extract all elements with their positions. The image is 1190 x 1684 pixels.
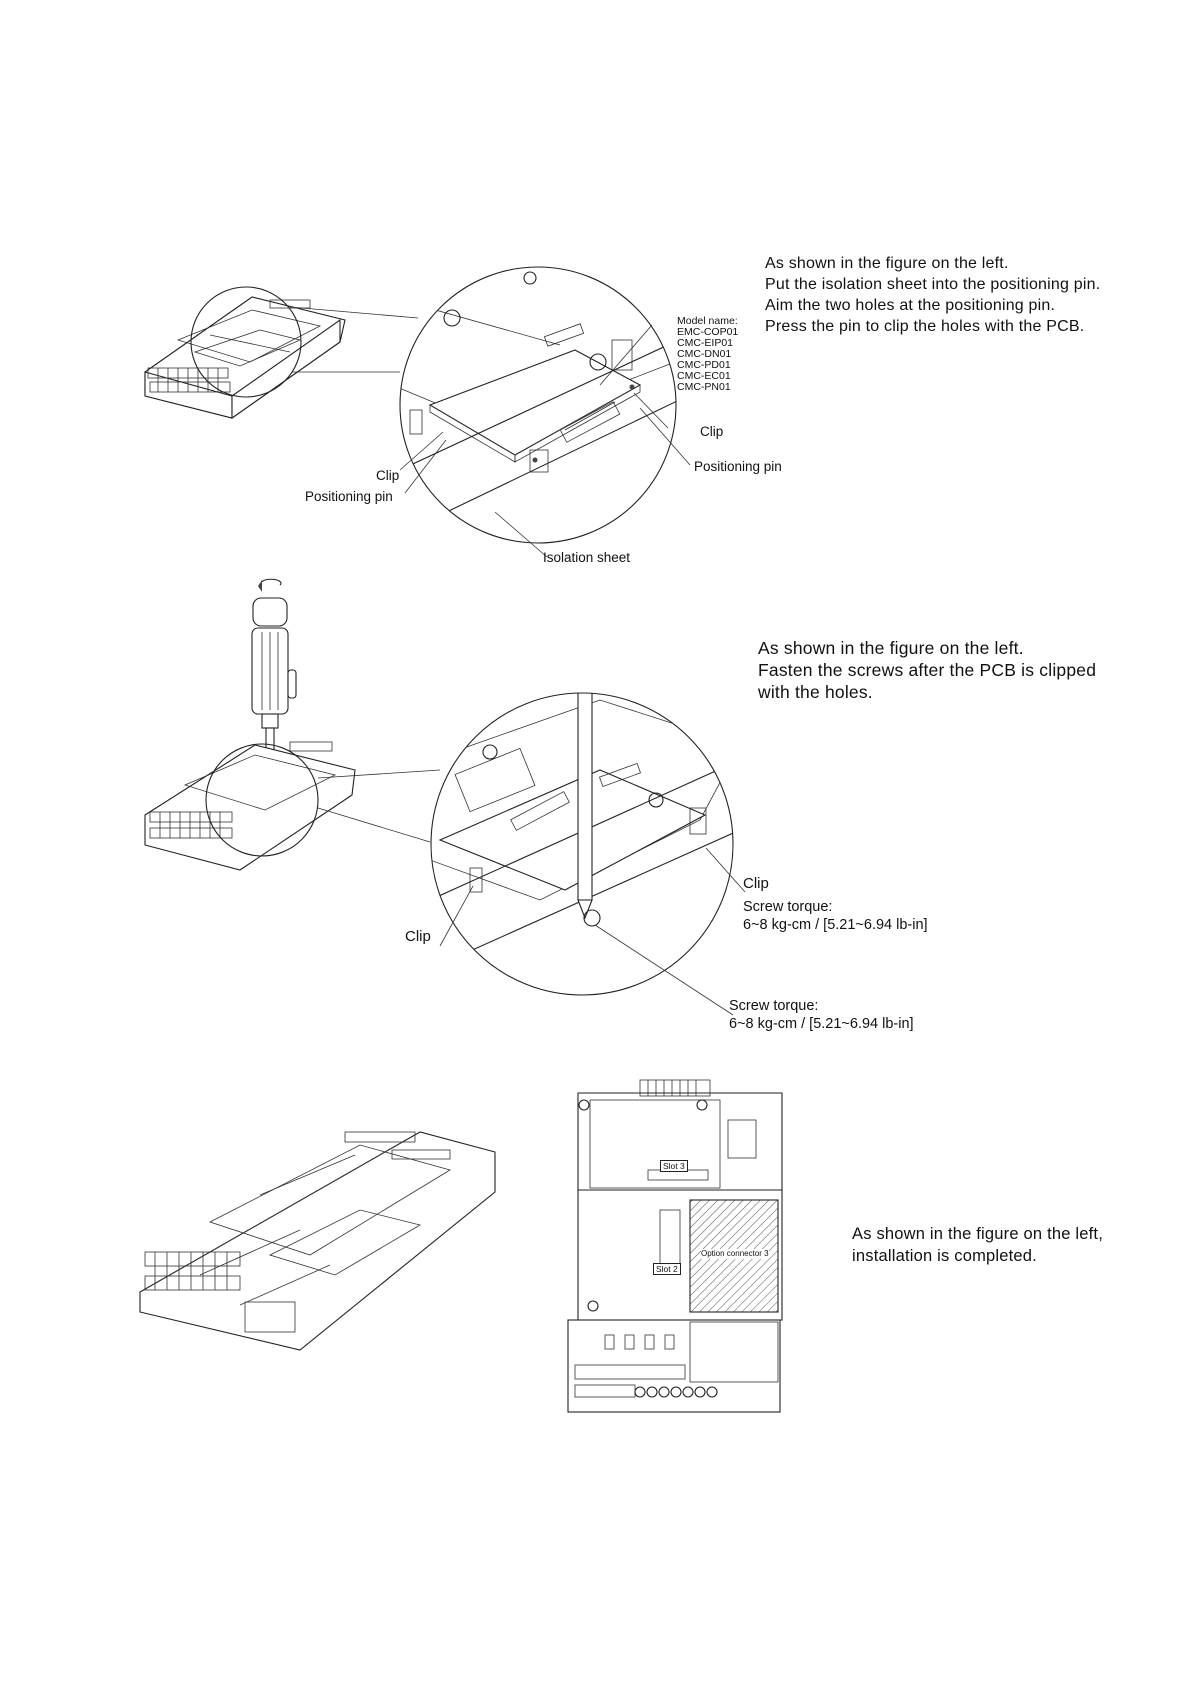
model-name-item: CMC-PD01 (677, 359, 731, 371)
step1-line-3: Aim the two holes at the positioning pin… (765, 297, 1056, 314)
screw-torque-bottom: Screw torque: 6~8 kg-cm / [5.21~6.94 lb-… (729, 997, 914, 1033)
step2-instructions: As shown in the figure on the left. Fast… (758, 637, 1096, 703)
screw-torque-title: Screw torque: (743, 899, 833, 915)
detail-circle-step1 (399, 266, 677, 544)
clip-label-left-step2: Clip (405, 928, 431, 945)
drive-overview-step1 (144, 286, 346, 420)
drive-completed-perspective (139, 1131, 496, 1351)
positioning-pin-label-right: Positioning pin (694, 459, 782, 474)
step3-line-1: As shown in the figure on the left, (852, 1225, 1103, 1243)
slot3-label: Slot 3 (660, 1160, 688, 1172)
step1-line-1: As shown in the figure on the left. (765, 255, 1009, 272)
screw-torque-value: 6~8 kg-cm / [5.21~6.94 lb-in] (729, 1016, 914, 1032)
step3-line-2: installation is completed. (852, 1247, 1037, 1265)
step1-instructions: As shown in the figure on the left. Put … (765, 253, 1100, 337)
screw-torque-value: 6~8 kg-cm / [5.21~6.94 lb-in] (743, 917, 928, 933)
model-name-list: Model name: EMC-COP01 CMC-EIP01 CMC-DN01… (677, 316, 738, 393)
step2-line-2: Fasten the screws after the PCB is clipp… (758, 660, 1097, 680)
drive-front-view (567, 1079, 783, 1413)
isolation-sheet-label: Isolation sheet (543, 550, 631, 565)
step2-line-3: with the holes. (758, 682, 873, 702)
step1-line-2: Put the isolation sheet into the positio… (765, 276, 1101, 293)
positioning-pin-label-left: Positioning pin (305, 489, 393, 504)
terminal-block-left-step1 (147, 367, 231, 393)
terminal-block-left-step3 (144, 1251, 241, 1291)
screw-torque-title: Screw torque: (729, 998, 819, 1014)
step3-instructions: As shown in the figure on the left, inst… (852, 1223, 1103, 1267)
drive-overview-step2 (144, 578, 356, 871)
model-name-item: CMC-DN01 (677, 348, 732, 360)
screw-torque-right: Screw torque: 6~8 kg-cm / [5.21~6.94 lb-… (743, 898, 928, 934)
model-name-item: EMC-COP01 (677, 326, 739, 338)
model-name-item: CMC-EC01 (677, 370, 731, 382)
option-connector-label: Option connector 3 (701, 1249, 769, 1259)
slot2-label: Slot 2 (653, 1263, 681, 1275)
detail-circle-step2 (430, 692, 734, 996)
model-name-item: CMC-PN01 (677, 381, 731, 393)
step1-line-4: Press the pin to clip the holes with the… (765, 318, 1085, 335)
step2-line-1: As shown in the figure on the left. (758, 638, 1024, 658)
clip-label-left-step1: Clip (376, 468, 400, 483)
clip-label-right-step1: Clip (700, 424, 724, 439)
model-name-item: CMC-EIP01 (677, 337, 734, 349)
model-name-title: Model name: (677, 315, 738, 327)
clip-label-right-step2: Clip (743, 875, 769, 892)
